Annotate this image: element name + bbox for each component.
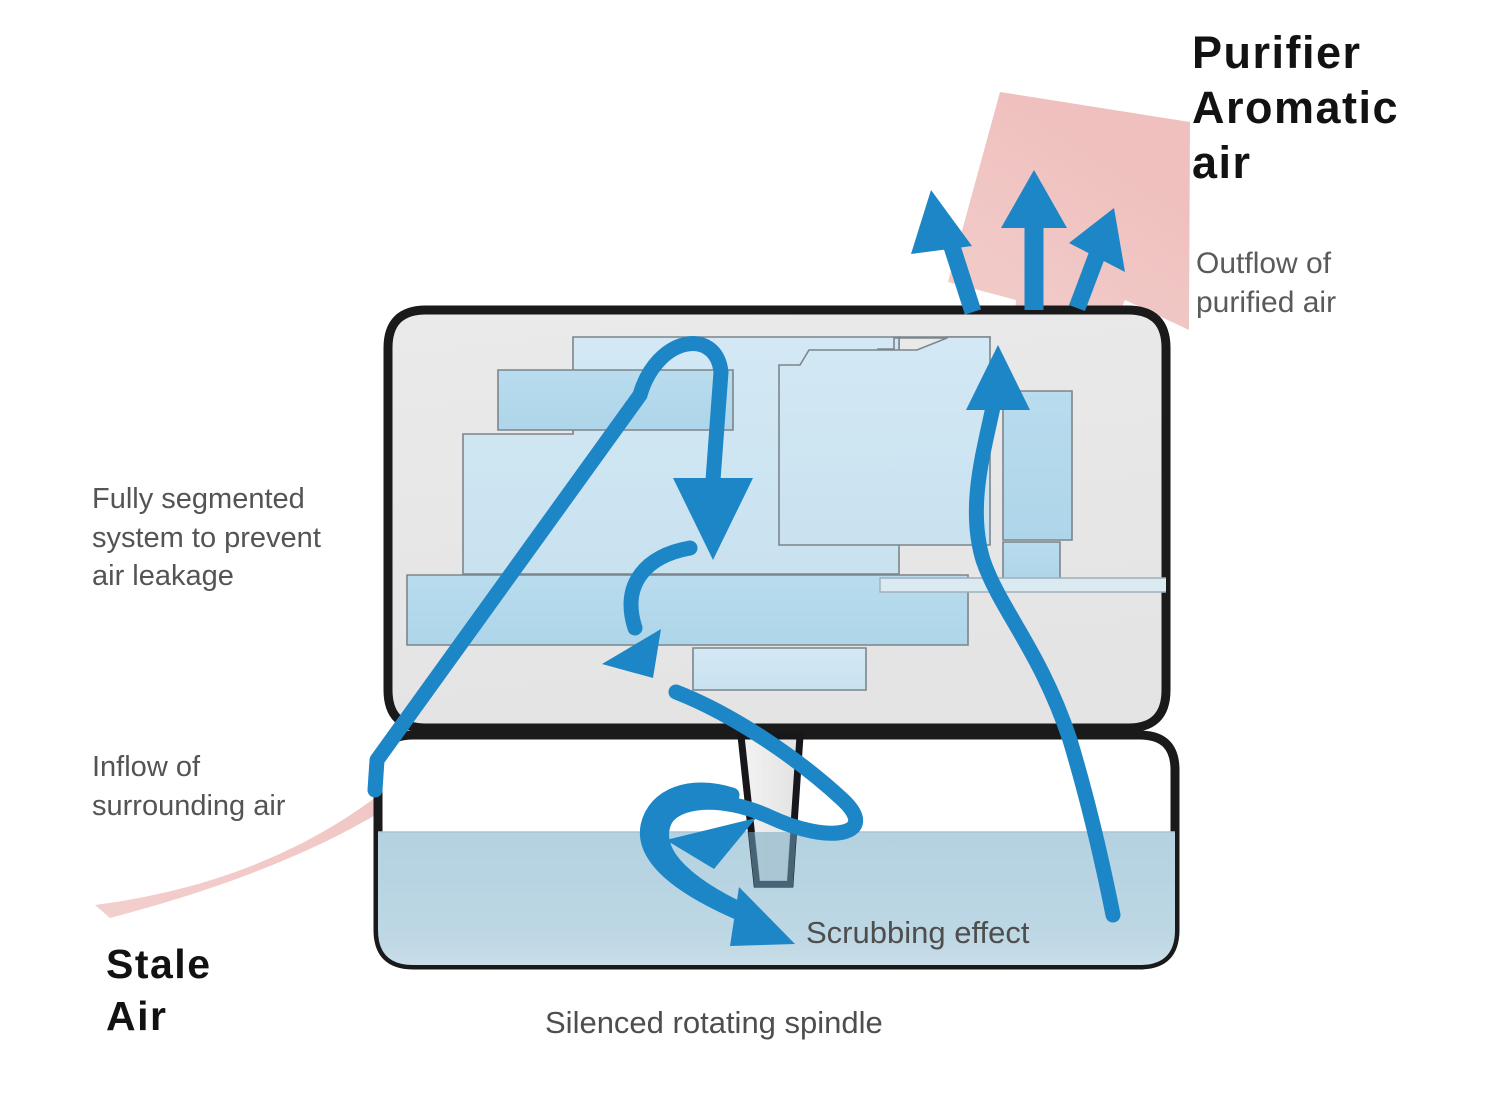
fully-segmented-system-label: Fully segmented system to prevent air le… [92,483,321,593]
inlet-airflow-line [367,336,729,798]
scrubbing-effect-label: Scrubbing effect [806,915,1030,950]
outlet-arrowhead [966,345,1030,410]
outlet-airflow-line [968,374,1121,923]
outflow-arrow-right [1069,208,1125,311]
outflow-of-purified-air-label: Outflow of purified air [1196,247,1337,319]
outflow-arrow-center [1001,170,1067,310]
stale-air-label: Stale Air [106,941,212,1040]
fully-segmented-housing [383,305,1171,733]
silenced-rotating-spindle-label: Silenced rotating spindle [545,1005,883,1040]
recirculation-arrowhead [602,629,661,678]
purifier-aromatic-air-label: Purifier Aromatic air [1192,27,1400,188]
arrowheads [602,345,1030,946]
outflow-arrow-left [911,190,982,315]
airflow-arrows [367,336,1121,923]
swirl-line-inner [639,782,752,923]
housing-internal-components [406,336,1166,691]
outflow-arrows [911,170,1125,315]
swirl-arrowhead-left [666,818,756,869]
downflow-arrowhead [673,478,753,560]
inflow-of-surrounding-air-label: Inflow of surrounding air [92,751,286,822]
internal-recirculation-line [623,540,698,636]
swirl-arrowhead-bottom [730,887,795,946]
swirl-line [654,684,864,923]
